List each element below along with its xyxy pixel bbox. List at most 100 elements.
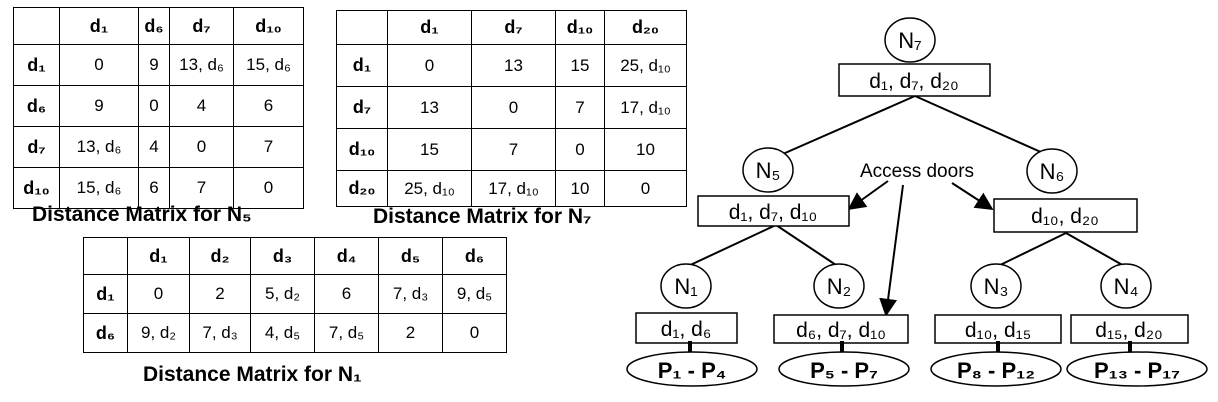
doors-box-n5 (697, 195, 850, 227)
arrow-to-n6-doors (951, 182, 994, 210)
matrix-cell: 2 (189, 274, 251, 314)
objects-ellipse-n1 (626, 351, 758, 387)
node-circle-n3 (970, 263, 1022, 309)
matrix-cell: 7 (233, 126, 304, 168)
node-label-n7: N₇ (898, 28, 921, 53)
matrix-cell: 0 (471, 86, 556, 129)
matrix-cell: 4, d₅ (250, 313, 315, 353)
matrix-cell: 13, d₆ (169, 44, 234, 86)
node-label-n3: N₃ (984, 274, 1009, 299)
matrix-cell: 15, d₆ (59, 167, 139, 209)
doors-box-n7 (838, 63, 991, 97)
objects-label-n3: P₈ - P₁₂ (957, 358, 1035, 383)
edge-n7-n5 (775, 95, 916, 158)
objects-ellipse-n3 (930, 351, 1062, 387)
row-header: d₂₀ (336, 170, 388, 207)
column-header: d₇ (169, 7, 234, 45)
column-header: d₂₀ (604, 10, 687, 45)
matrix-cell: 17, d₁₀ (471, 170, 556, 207)
node-label-n1: N₁ (674, 274, 697, 299)
edge-n5-n1 (685, 224, 777, 268)
matrix-caption-n1: Distance Matrix for N₁ (143, 363, 362, 386)
column-header: d₁₀ (555, 10, 605, 45)
matrix-cell: 10 (555, 170, 605, 207)
matrix-cell: 10 (604, 128, 687, 171)
objects-label-n4: P₁₃ - P₁₇ (1094, 358, 1180, 383)
matrix-cell: 4 (138, 126, 170, 168)
column-header: d₂ (189, 237, 251, 275)
edge-n7-n6 (914, 95, 1053, 158)
node-circle-n1 (660, 263, 712, 309)
node-circle-n2 (813, 263, 865, 309)
matrix-cell: 2 (378, 313, 443, 353)
doors-box-n4 (1070, 314, 1189, 344)
row-header: d₇ (13, 126, 60, 168)
row-header: d₁ (83, 274, 128, 314)
objects-label-n2: P₅ - P₇ (810, 358, 878, 383)
distance-matrix-n7: d₁ d₇ d₁₀ d₂₀ d₁ 0 13 15 25, d₁₀ d₇ 13 0… (336, 10, 687, 207)
matrix-cell: 0 (233, 167, 304, 209)
edge-n5-n2 (775, 224, 840, 268)
doors-box-n3 (934, 314, 1062, 344)
edge-n6-n3 (995, 232, 1067, 268)
arrow-to-n2-doors (879, 184, 904, 317)
row-header: d₆ (13, 85, 60, 127)
matrix-cell: 5, d₂ (250, 274, 315, 314)
matrix-cell: 0 (442, 313, 507, 353)
object-connectors (688, 341, 1132, 353)
doors-label-n7: d₁, d₇, d₂₀ (869, 70, 959, 93)
doors-label-n4: d₁₅, d₂₀ (1095, 319, 1162, 342)
column-header: d₄ (314, 237, 379, 275)
doors-label-n6: d₁₀, d₂₀ (1031, 205, 1099, 228)
matrix-cell: 0 (555, 128, 605, 171)
matrix-cell: 7 (471, 128, 556, 171)
matrix-cell: 6 (233, 85, 304, 127)
node-label-n6: N₆ (1040, 159, 1065, 184)
matrix-cell: 13, d₆ (59, 126, 139, 168)
matrix-cell: 0 (127, 274, 190, 314)
node-circle-n6 (1026, 148, 1078, 194)
matrix-cell: 0 (59, 44, 139, 86)
row-header: d₁₀ (13, 167, 60, 209)
doors-box-n6 (993, 198, 1138, 233)
column-header: d₆ (442, 237, 507, 275)
node-label-n2: N₂ (827, 274, 851, 299)
tree-edges (685, 95, 1127, 268)
matrix-cell: 15 (555, 44, 605, 87)
objects-label-n1: P₁ - P₄ (658, 358, 726, 383)
row-header: d₁₀ (336, 128, 388, 171)
doors-label-n3: d₁₀, d₁₅ (965, 319, 1031, 342)
matrix-cell: 6 (314, 274, 379, 314)
access-door-arrows (847, 180, 994, 317)
matrix-cell: 0 (604, 170, 687, 207)
objects-ellipse-n4 (1066, 351, 1208, 387)
column-header: d₁ (387, 10, 472, 45)
matrix-cell: 9, d₂ (127, 313, 190, 353)
arrow-to-n5-doors (847, 180, 889, 211)
matrix-cell: 13 (471, 44, 556, 87)
edge-n6-n4 (1065, 232, 1127, 268)
access-doors-label: Access doors (860, 161, 974, 182)
doors-label-n1: d₁, d₆ (661, 318, 712, 341)
matrix-caption-n7: Distance Matrix for N₇ (373, 205, 592, 228)
matrix-cell: 25, d₁₀ (387, 170, 472, 207)
doors-label-n2: d₆, d₇, d₁₀ (796, 319, 886, 342)
matrix-cell: 0 (138, 85, 170, 127)
doors-label-n5: d₁, d₇, d₁₀ (729, 201, 817, 224)
objects-ellipse-n2 (778, 351, 910, 387)
node-label-n4: N₄ (1114, 274, 1139, 299)
distance-matrix-n5: d₁ d₆ d₇ d₁₀ d₁ 0 9 13, d₆ 15, d₆ d₆ 9 0… (13, 7, 304, 209)
matrix-cell: 7, d₅ (314, 313, 379, 353)
matrix-cell: 6 (138, 167, 170, 209)
node-label-n5: N₅ (756, 158, 781, 183)
node-circle-n4 (1100, 263, 1152, 309)
distance-matrix-n1: d₁ d₂ d₃ d₄ d₅ d₆ d₁ 0 2 5, d₂ 6 7, d₃ 9… (83, 237, 507, 353)
node-circle-n5 (742, 147, 794, 193)
matrix-caption-n5: Distance Matrix for N₅ (32, 203, 252, 226)
doors-box-n2 (773, 314, 909, 344)
doors-box-n1 (635, 312, 738, 344)
node-circle-n7 (884, 17, 936, 63)
matrix-cell: 9 (59, 85, 139, 127)
matrix-cell: 4 (169, 85, 234, 127)
